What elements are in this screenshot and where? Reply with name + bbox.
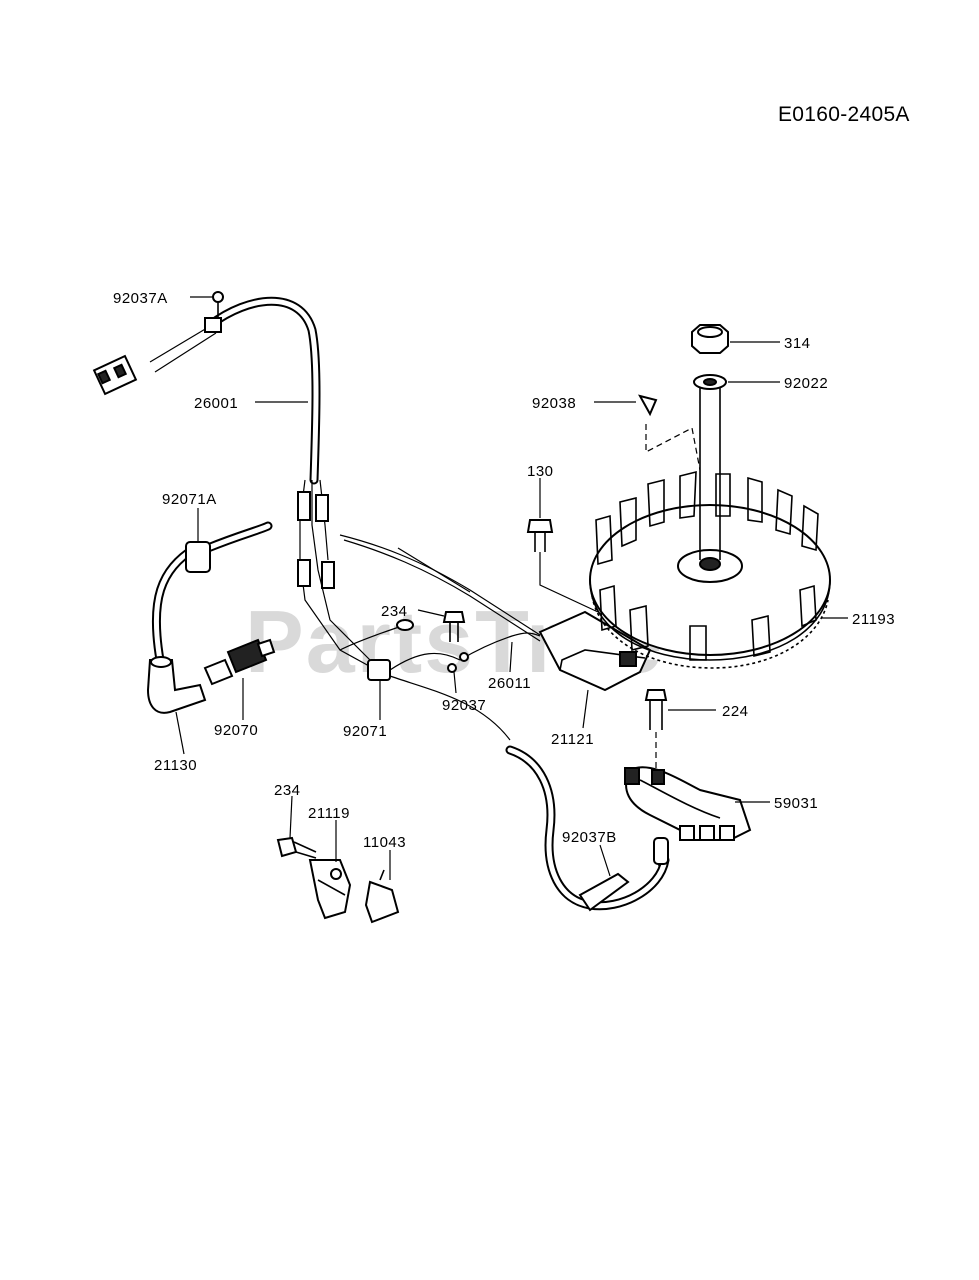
label-234-upper: 234 bbox=[381, 603, 408, 620]
label-92071: 92071 bbox=[343, 723, 387, 740]
label-26001: 26001 bbox=[194, 395, 238, 412]
label-92070: 92070 bbox=[214, 722, 258, 739]
flywheel-21193 bbox=[589, 380, 831, 669]
label-92037A: 92037A bbox=[113, 290, 168, 307]
label-92022: 92022 bbox=[784, 375, 828, 392]
bolt-130 bbox=[526, 519, 599, 613]
nut-314 bbox=[691, 324, 729, 354]
spark-plug-92070 bbox=[203, 638, 276, 686]
label-59031: 59031 bbox=[774, 795, 818, 812]
label-92037: 92037 bbox=[442, 697, 486, 714]
label-21121: 21121 bbox=[551, 731, 594, 748]
ignition-coil-21121 bbox=[538, 610, 652, 692]
plate-11043 bbox=[364, 869, 400, 924]
label-21119: 21119 bbox=[308, 805, 350, 822]
label-21130: 21130 bbox=[154, 757, 197, 774]
coil-lead bbox=[339, 534, 541, 642]
bolt-224 bbox=[644, 689, 668, 770]
label-234-lower: 234 bbox=[274, 782, 301, 799]
bracket-21119 bbox=[308, 859, 352, 920]
washer-92022 bbox=[693, 374, 727, 390]
label-314: 314 bbox=[784, 335, 811, 352]
bolt-234-lower bbox=[276, 836, 317, 859]
label-21193: 21193 bbox=[852, 611, 895, 628]
leader-lines bbox=[175, 296, 848, 880]
label-26011: 26011 bbox=[488, 675, 531, 692]
label-130: 130 bbox=[527, 463, 554, 480]
terminal-26011 bbox=[447, 632, 541, 673]
wiring-harness-26001 bbox=[92, 296, 414, 673]
key-92038 bbox=[638, 394, 701, 471]
plug-cap-21130 bbox=[146, 656, 207, 714]
diagram-code: E0160-2405A bbox=[778, 103, 910, 126]
ground-wire-92071 bbox=[367, 652, 511, 741]
charge-coil-59031 bbox=[624, 766, 752, 871]
lead-clamp-92037B bbox=[505, 745, 670, 912]
label-92037B: 92037B bbox=[562, 829, 617, 846]
label-11043: 11043 bbox=[363, 834, 406, 851]
clamp-92037A bbox=[204, 291, 224, 333]
bolt-234-upper bbox=[442, 611, 466, 642]
label-92071A: 92071A bbox=[162, 491, 217, 508]
label-92038: 92038 bbox=[532, 395, 576, 412]
label-224: 224 bbox=[722, 703, 749, 720]
